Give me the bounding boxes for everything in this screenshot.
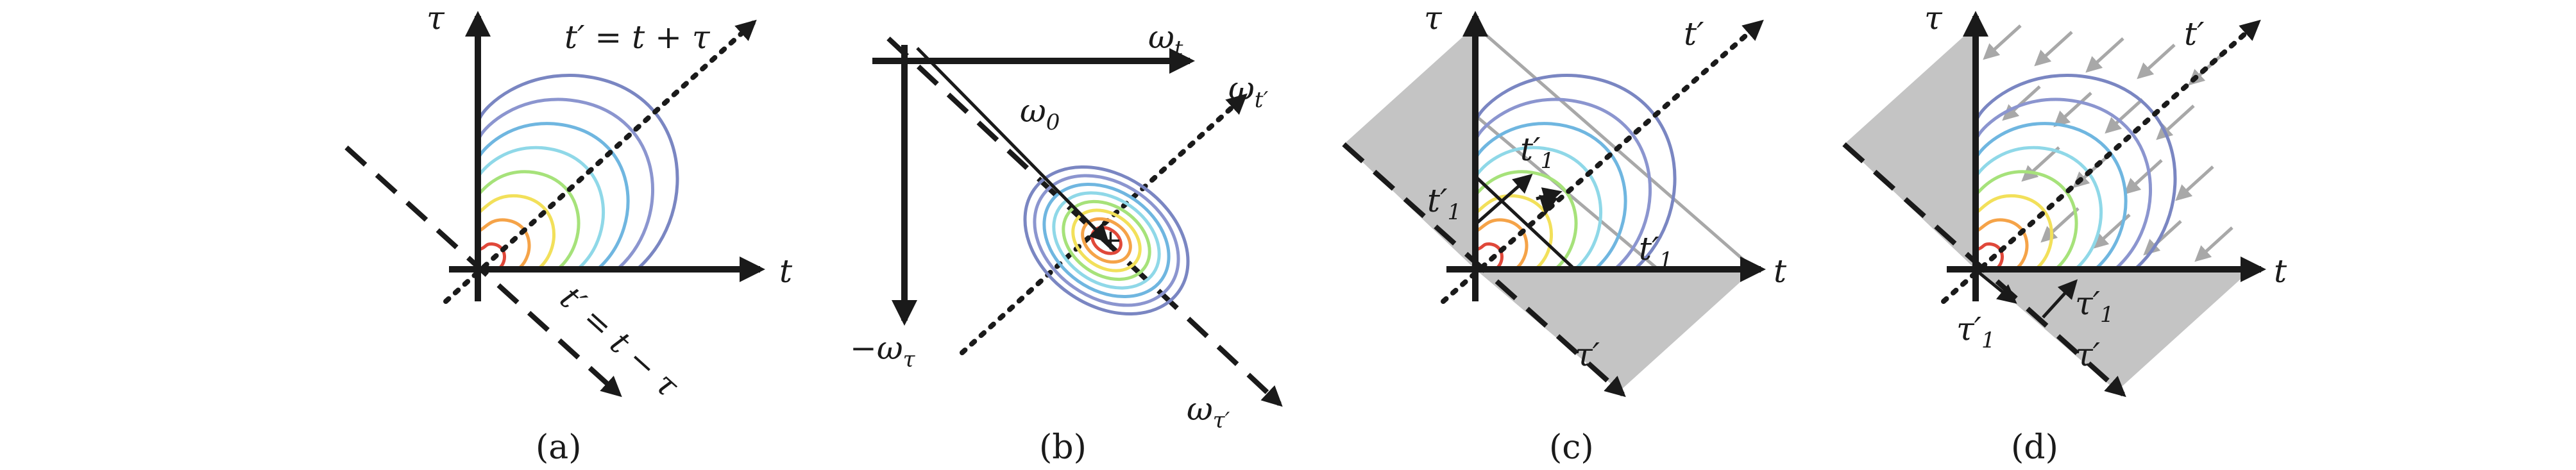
shaded-lower-right <box>1475 269 1754 391</box>
gray-arrow <box>2034 31 2073 67</box>
gray-arrow <box>2002 85 2041 121</box>
caption-c: (c) <box>1549 428 1594 467</box>
shaded-upper-left <box>1844 26 1976 269</box>
shaded-upper-left-full <box>1344 26 1475 269</box>
omega-tau-prime-label: ωτ′ <box>1187 390 1230 433</box>
tau-prime-label: τ′ <box>2075 336 2101 373</box>
contour-line <box>1475 97 1652 270</box>
contour-line <box>1976 97 2152 270</box>
tau-label: τ <box>1424 0 1443 37</box>
tau-label: τ <box>427 0 445 37</box>
gray-arrow <box>2040 207 2080 243</box>
contour-line <box>1476 170 1578 270</box>
contour-line <box>478 97 654 270</box>
omega0-vector <box>916 47 1110 244</box>
gray-arrow <box>2194 226 2233 262</box>
contour-line <box>479 218 531 270</box>
t1-left-label: t′1 <box>1427 182 1461 225</box>
contour-line <box>1475 122 1627 270</box>
contour-line <box>1477 242 1504 270</box>
t-label: t <box>2274 253 2287 290</box>
omega-t-prime-label: ωt′ <box>1228 70 1268 113</box>
contour-line <box>1976 218 2029 270</box>
t-prime-label: t′ <box>1684 15 1704 53</box>
shaded-lower-right <box>1976 269 2251 391</box>
caption-b: (b) <box>1039 428 1087 467</box>
gray-arrow <box>2175 165 2214 201</box>
t-label: t <box>779 253 793 290</box>
contour-plot-d <box>1976 74 2177 270</box>
contour-line <box>1071 208 1142 273</box>
gray-arrow <box>2137 44 2176 80</box>
contour-line <box>1976 146 2103 270</box>
omega0-label: ω0 <box>1020 92 1060 135</box>
contour-line <box>1976 122 2128 270</box>
t-prime-axis <box>1941 19 2261 304</box>
omega-tau-prime-axis <box>886 37 1283 407</box>
tau1-markers <box>1978 271 2078 319</box>
contour-line <box>1476 146 1603 270</box>
gray-arrow-field <box>1983 24 2233 262</box>
lower-diagonal-label: t′ = t − τ <box>553 280 686 405</box>
contour-line <box>1033 174 1180 307</box>
tau1-left-label: τ′1 <box>1956 310 1996 353</box>
contour-line <box>1081 217 1132 264</box>
contour-line <box>1062 199 1151 281</box>
contour-line <box>1976 170 2078 270</box>
gray-arrow <box>2053 92 2092 128</box>
t1-markers <box>1474 174 1576 271</box>
contour-line <box>1042 182 1171 299</box>
center-mark: + <box>1099 224 1123 256</box>
gray-arrow <box>2143 220 2182 256</box>
contour-line <box>479 242 506 270</box>
gray-arrow <box>2085 37 2124 73</box>
t-prime-label: t′ <box>2184 15 2205 53</box>
caption-d: (d) <box>2011 428 2058 467</box>
gray-arrow <box>2124 159 2163 195</box>
contour-plot-c <box>1475 74 1677 270</box>
contour-line <box>1976 194 2053 270</box>
omega-t-label: ωt <box>1148 19 1183 62</box>
tau-prime-label: τ′ <box>1575 336 1600 373</box>
gray-arrow <box>1983 24 2022 60</box>
contour-line <box>1052 191 1161 290</box>
t-prime-axis <box>1441 19 1764 304</box>
panel-c: τ t t′ τ′ t′1 t′1 t′1 (c) <box>1342 0 1787 467</box>
contour-line <box>1023 165 1190 316</box>
contour-line <box>1475 74 1677 270</box>
gray-arrow <box>2105 98 2144 134</box>
contour-line <box>479 194 555 270</box>
upper-diagonal-line <box>443 19 757 304</box>
panel-d: τ t t′ τ′ τ′1 τ′1 (d) <box>1842 0 2287 467</box>
panel-b: + ωt −ωτ ωt′ ωτ′ ω0 (b) <box>850 19 1283 467</box>
contour-line <box>1476 218 1529 270</box>
panel-a: τ t t′ = t + τ t′ = t − τ (a) <box>344 0 793 467</box>
contour-line <box>479 170 580 270</box>
contour-line <box>1977 242 2004 270</box>
t1-top-label: t′1 <box>1520 131 1554 174</box>
contour-plot-b: + <box>1023 165 1190 316</box>
gray-arrow <box>2021 146 2060 182</box>
upper-diagonal-label: t′ = t + τ <box>564 19 711 56</box>
tau1-right-label: τ′1 <box>2075 285 2114 328</box>
contour-line <box>478 122 630 270</box>
gray-arrow <box>2156 105 2195 140</box>
tau-label: τ <box>1924 0 1943 37</box>
contour-line <box>479 146 606 270</box>
contour-line <box>1976 74 2177 270</box>
contour-line <box>478 74 679 270</box>
minus-omega-tau-label: −ωτ <box>850 330 916 373</box>
contour-plot-a <box>478 74 679 270</box>
t1-right-label: t′1 <box>1639 230 1673 273</box>
caption-a: (a) <box>536 428 582 467</box>
contour-line <box>1476 194 1553 270</box>
t-label: t <box>1774 253 1787 290</box>
